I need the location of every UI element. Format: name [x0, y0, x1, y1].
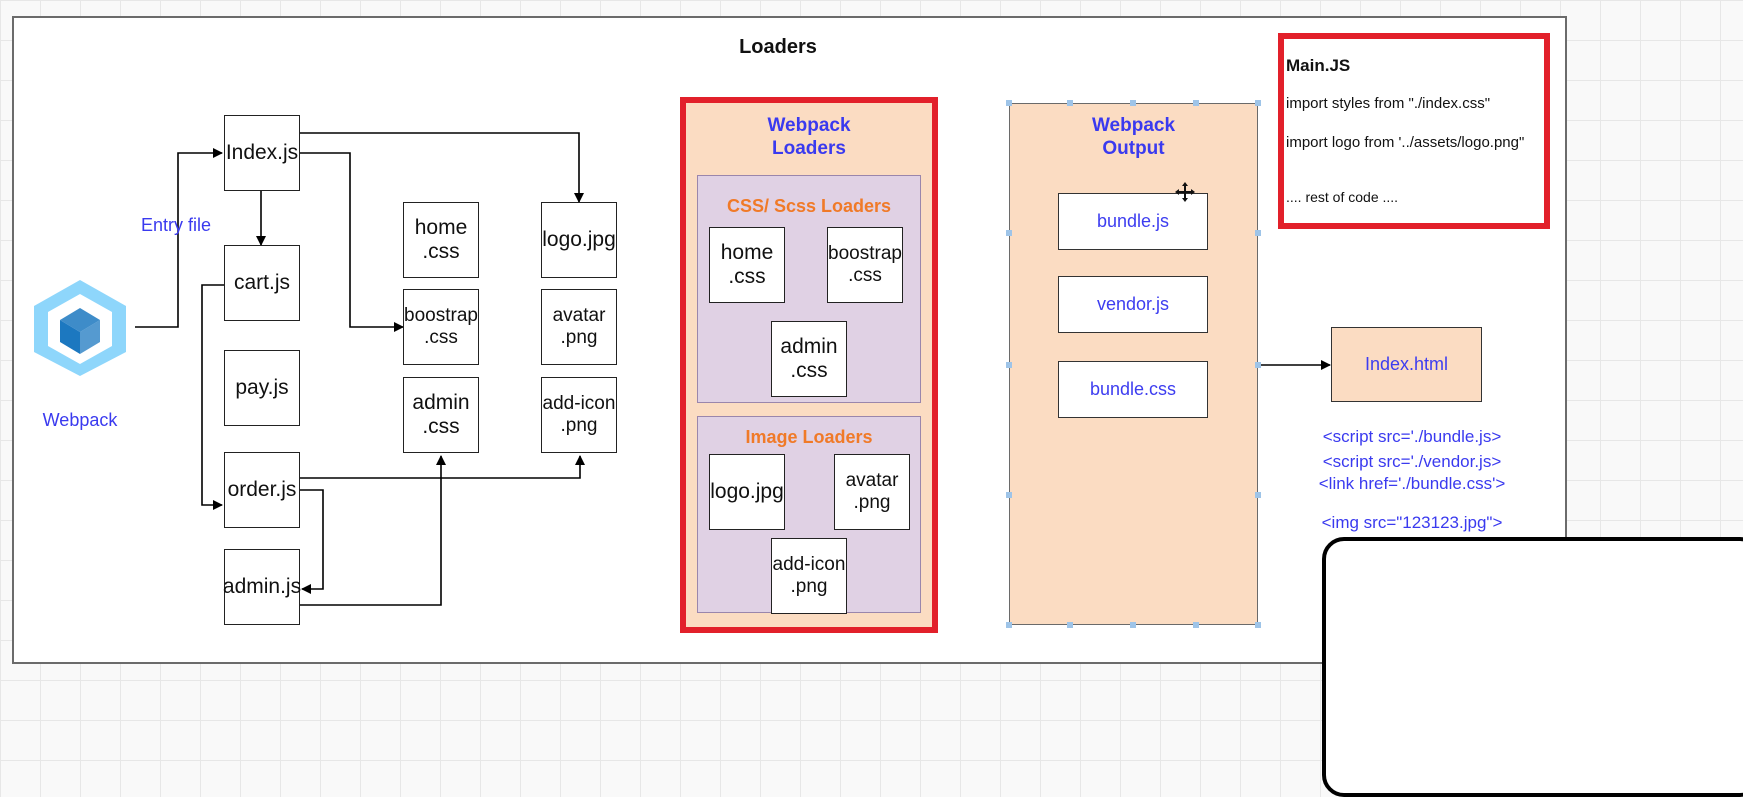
- webpack-loaders-title: Webpack Loaders: [767, 115, 851, 159]
- css-loaders-title: CSS/ Scss Loaders: [726, 196, 892, 216]
- entry-file-label: Entry file: [141, 215, 212, 235]
- connector-cart-to-order: [201, 284, 224, 510]
- avatar-png-node[interactable]: avatar .png: [541, 289, 617, 365]
- order-js-node[interactable]: order.js: [224, 452, 300, 528]
- script-bundle-line: <script src='./bundle.js>: [1322, 427, 1502, 446]
- boostrap-css-node[interactable]: boostrap .css: [403, 289, 479, 365]
- img-tag-line: <img src="123123.jpg">: [1321, 513, 1503, 532]
- connector-order-to-addicon: [300, 455, 585, 479]
- add-icon-png-node[interactable]: add-icon .png: [541, 377, 617, 453]
- connector-index-to-boostrap: [300, 152, 404, 332]
- loader-avatar-png-node[interactable]: avatar .png: [834, 454, 910, 530]
- loader-admin-css-node[interactable]: admin .css: [771, 321, 847, 397]
- webpack-label: Webpack: [42, 410, 118, 430]
- main-js-title: Main.JS: [1286, 56, 1351, 75]
- logo-jpg-node[interactable]: logo.jpg: [541, 202, 617, 278]
- admin-css-node[interactable]: admin .css: [403, 377, 479, 453]
- loader-add-icon-png-node[interactable]: add-icon .png: [771, 538, 847, 614]
- main-js-box[interactable]: [1278, 33, 1550, 229]
- bundle-js-node[interactable]: bundle.js: [1058, 193, 1208, 250]
- admin-js-node[interactable]: admin.js: [223, 549, 301, 625]
- bundle-css-node[interactable]: bundle.css: [1058, 361, 1208, 418]
- image-loaders-title: Image Loaders: [745, 427, 873, 447]
- connector-admin-to-admincss: [300, 455, 446, 606]
- home-css-node[interactable]: home .css: [403, 202, 479, 278]
- connector-layer: [135, 132, 1331, 606]
- index-js-node[interactable]: Index.js: [224, 115, 300, 191]
- pay-js-node[interactable]: pay.js: [224, 350, 300, 426]
- script-vendor-line: <script src='./vendor.js>: [1322, 452, 1502, 471]
- main-js-import-styles: import styles from "./index.css": [1286, 95, 1491, 112]
- webpack-logo-icon: [28, 278, 132, 378]
- connector-webpack-to-index: [135, 148, 223, 328]
- cart-js-node[interactable]: cart.js: [224, 245, 300, 321]
- vendor-js-node[interactable]: vendor.js: [1058, 276, 1208, 333]
- loader-home-css-node[interactable]: home .css: [709, 227, 785, 303]
- loader-boostrap-css-node[interactable]: boostrap .css: [827, 227, 903, 303]
- connector-index-to-logo: [300, 132, 584, 203]
- move-cursor-icon: [1175, 182, 1195, 202]
- main-js-rest-of-code: .... rest of code ....: [1286, 189, 1399, 205]
- webpack-output-title: Webpack Output: [1091, 115, 1176, 159]
- blank-line: [1292, 494, 1532, 510]
- connector-order-to-admin: [300, 489, 324, 594]
- link-bundle-css-line: <link href='./bundle.css'>: [1318, 474, 1506, 493]
- overlay-panel: [1322, 537, 1743, 797]
- loader-logo-jpg-node[interactable]: logo.jpg: [709, 454, 785, 530]
- selection-handles: [1006, 100, 1261, 628]
- index-html-tags: <script src='./bundle.js> <script src='.…: [1292, 424, 1532, 535]
- index-html-node[interactable]: Index.html: [1331, 327, 1482, 402]
- diagram-canvas: Loaders Webpack Entry fil: [12, 16, 1743, 797]
- diagram-title: Loaders: [739, 36, 817, 58]
- main-js-import-logo: import logo from '../assets/logo.png": [1286, 134, 1525, 151]
